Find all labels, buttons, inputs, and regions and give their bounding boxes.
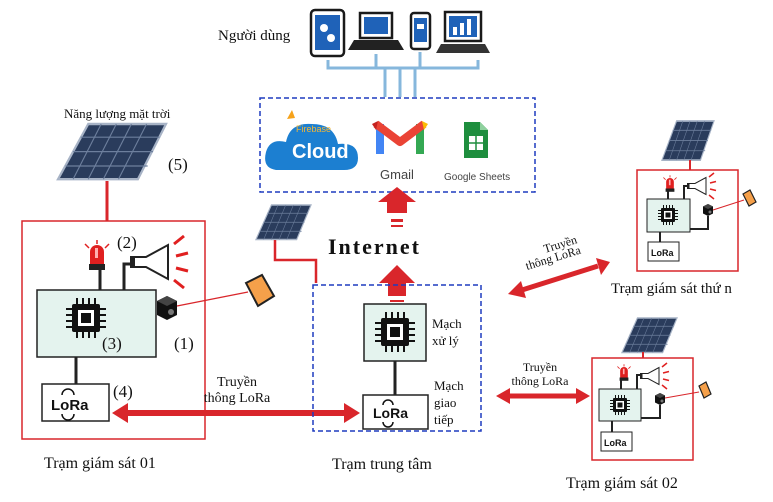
cloud-services-box: Firebase Cloud Gmail Google Sheets [259, 97, 536, 193]
user-link-lines [326, 52, 480, 97]
station-02-sensor-icon [655, 393, 665, 405]
station-n-lora-label: LoRa [651, 248, 674, 258]
central-station-frame [312, 284, 482, 432]
station-01: (3) (2) (1) LoRa (4) Trạm giám sát 01 [21, 220, 276, 472]
solar-label: Năng lượng mặt trời [64, 106, 171, 121]
marker-5: (5) [168, 155, 188, 174]
lora-module: LoRa [41, 383, 110, 422]
station-02-horn-icon [639, 362, 670, 390]
lora-link-station01-central: Truyền thông LoRa [112, 375, 360, 423]
station-02: LoRa Trạm giám sát 02 [566, 317, 712, 492]
firebase-label: Firebase [296, 124, 331, 134]
warning-beacon-icon [84, 239, 110, 271]
lora-comm-label-line1: Truyền [217, 375, 257, 390]
station-02-title: Trạm giám sát 02 [566, 475, 678, 492]
station-02-solar-panel-icon [621, 317, 678, 354]
arrow-to-internet [379, 265, 415, 302]
phone-icon [409, 11, 432, 51]
marker-1: (1) [174, 334, 194, 353]
siren-horn-icon [128, 234, 190, 290]
central-solar-panel-icon [255, 204, 312, 241]
google-sheets-label: Google Sheets [444, 172, 510, 183]
processing-label-line1: Mạch [432, 316, 462, 331]
internet-group: Internet [328, 187, 421, 302]
processing-label-line2: xử lý [432, 333, 459, 348]
internet-label: Internet [328, 234, 421, 259]
solar-panel-icon [56, 122, 168, 181]
lora-chip-label: LoRa [51, 397, 89, 414]
sensor-cube-icon [157, 296, 177, 320]
station-02-frame [591, 357, 694, 461]
marker-2: (2) [117, 233, 137, 252]
desktop-icon [436, 10, 490, 53]
cloud-label: Cloud [292, 141, 349, 163]
marker-4: (4) [113, 382, 133, 401]
interface-label-line1: Mạch [434, 378, 464, 393]
users-group: Người dùng [218, 8, 490, 97]
lora-comm-label-line2: thông LoRa [204, 391, 271, 406]
target-reflector-icon [244, 273, 276, 308]
station-n: LoRa Trạm giám sát thứ n [611, 120, 757, 297]
station-n-sensor-icon [703, 204, 713, 216]
station-n-horn-icon [686, 172, 717, 200]
interface-label-line3: tiếp [434, 412, 454, 427]
marker-3: (3) [102, 334, 122, 353]
station-02-target-icon [698, 381, 712, 399]
sensor-beam [176, 291, 249, 307]
station-02-lora-label: LoRa [604, 438, 627, 448]
station-n-target-icon [742, 189, 757, 207]
central-station-title: Trạm trung tâm [332, 456, 432, 473]
station-02-beacon-icon [616, 363, 632, 382]
station-n-title: Trạm giám sát thứ n [611, 281, 732, 297]
central-station: Mạch xử lý LoRa Mạch giao tiếp Trạm trun… [255, 204, 482, 473]
lora-link-central-stationN: Truyền thông LoRa [508, 232, 610, 298]
station-n-solar-panel-icon [661, 120, 715, 161]
central-lora-chip-label: LoRa [373, 405, 408, 421]
gmail-icon: Gmail [372, 120, 428, 182]
station-01-title: Trạm giám sát 01 [44, 455, 156, 472]
station-n-frame [636, 169, 739, 272]
interface-label-line2: giao [434, 395, 456, 410]
users-label: Người dùng [218, 28, 291, 44]
lora-comm-02-line2: thông LoRa [512, 374, 570, 388]
station-01-frame [21, 220, 206, 440]
central-lora-module: LoRa [362, 394, 429, 430]
tablet-icon [309, 8, 346, 58]
google-sheets-icon: Google Sheets [444, 122, 510, 183]
gmail-label: Gmail [380, 167, 414, 182]
laptop-icon [348, 11, 404, 50]
lora-link-central-station02: Truyền thông LoRa [496, 360, 590, 404]
lora-comm-02-line1: Truyền [523, 360, 557, 374]
firebase-cloud-icon: Firebase Cloud [265, 110, 358, 170]
arrow-to-cloud [378, 187, 416, 227]
station-n-beacon-icon [662, 174, 678, 193]
